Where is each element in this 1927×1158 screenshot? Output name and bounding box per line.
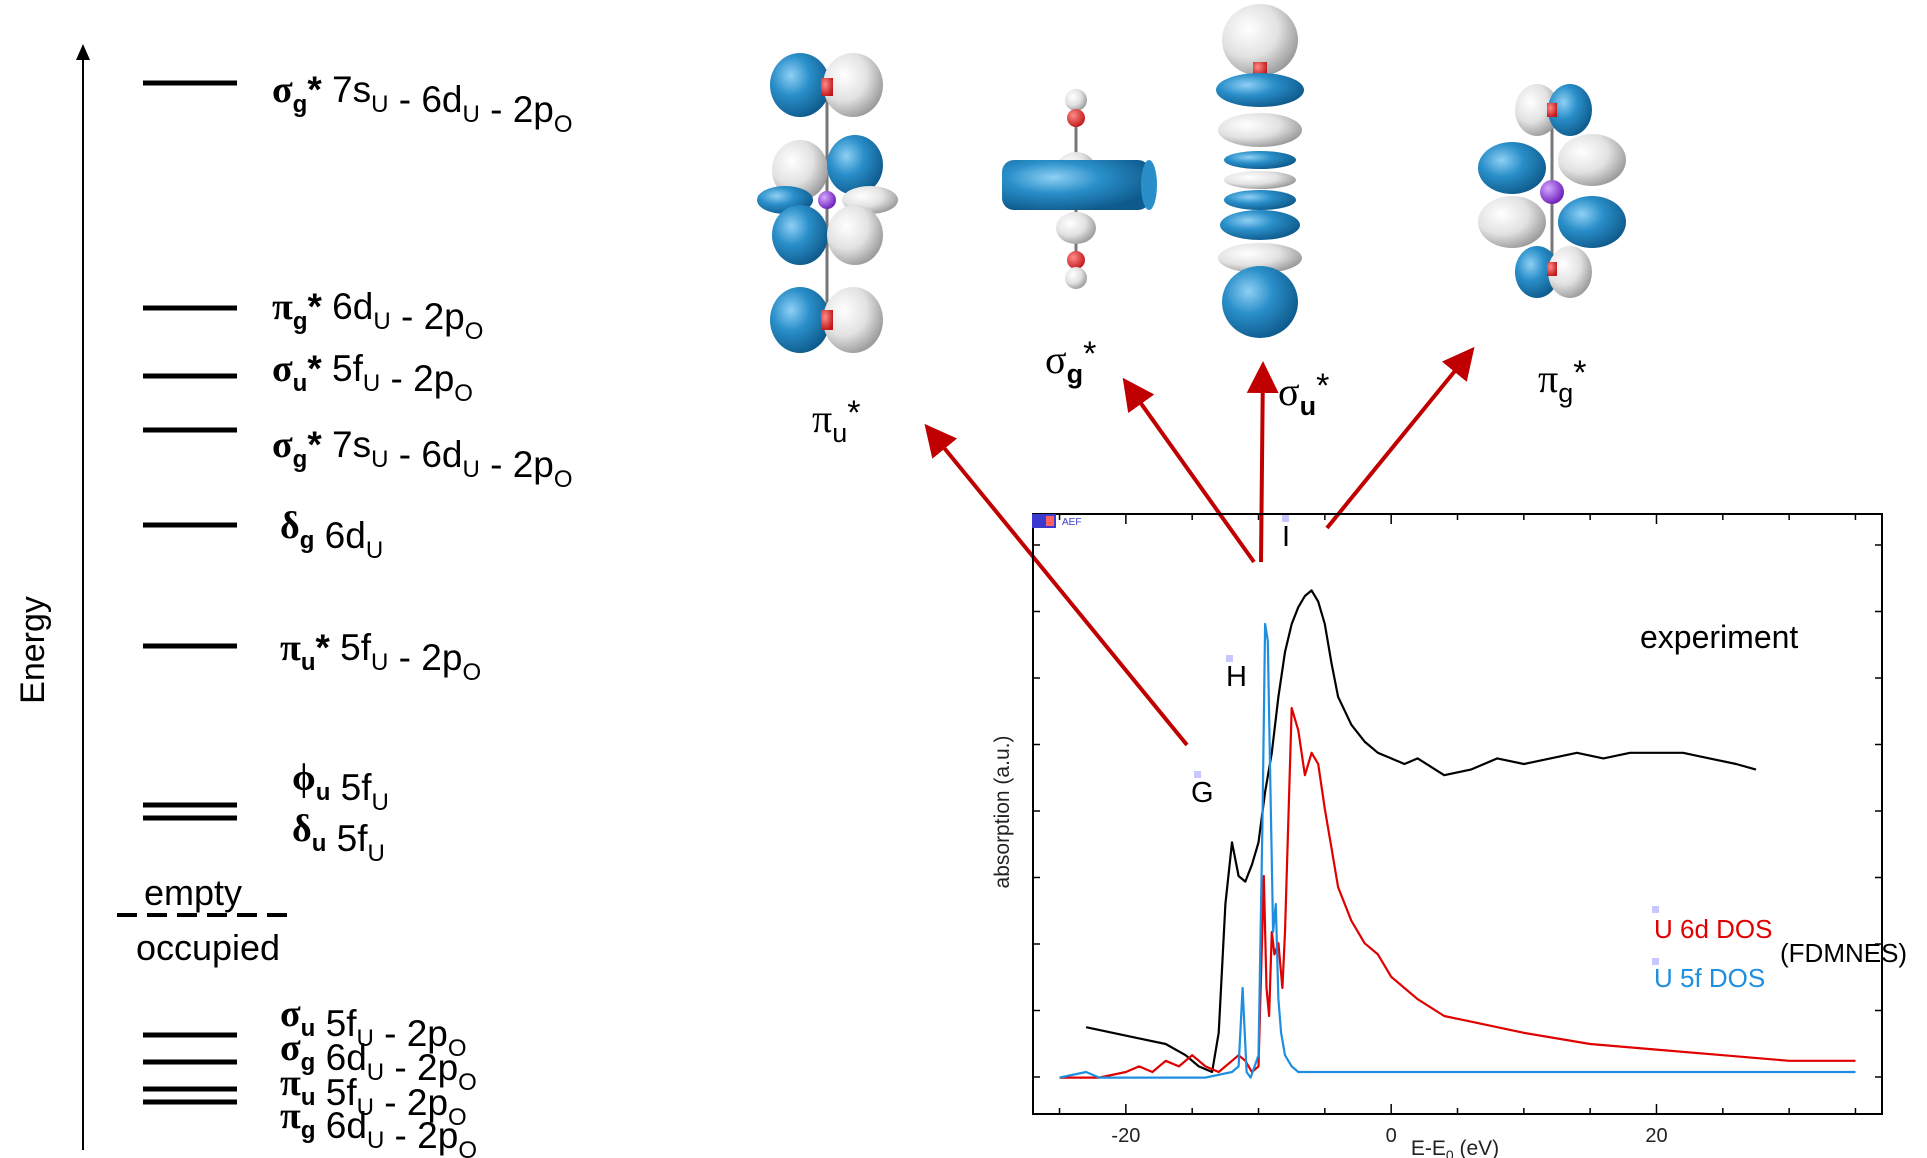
legend-u6d-dos: U 6d DOS	[1654, 914, 1773, 944]
chart-y-axis-label: absorption (a.u.)	[991, 736, 1014, 889]
level-label: πg* 6dU - 2pO	[272, 286, 483, 345]
occupied-label: occupied	[136, 927, 280, 968]
series-line-1	[1059, 706, 1856, 1079]
level-label: σg* 7sU - 6dU - 2pO	[272, 69, 573, 138]
energy-axis: Energy	[14, 44, 90, 1150]
arrow-h-to-sigma-u-star	[1246, 361, 1279, 563]
level-label: σg 6dU - 2pO	[280, 1027, 477, 1096]
energy-axis-arrowhead	[76, 44, 90, 60]
orbital-label: πu*	[812, 394, 860, 448]
legend-u5f-dos: U 5f DOS	[1654, 963, 1765, 993]
arrow-i-to-pi-g-star	[1325, 346, 1475, 530]
chart-x-axis-label: E-E0 (eV)	[1411, 1137, 1499, 1158]
x-tick-label: -20	[1111, 1125, 1140, 1147]
series-line-0	[1085, 589, 1757, 1074]
peak-marker	[1226, 655, 1233, 662]
arrow-g-to-pi-u-star	[924, 423, 1189, 747]
fdmnes-note: (FDMNES)	[1780, 938, 1907, 968]
orbital-label: σu*	[1278, 367, 1329, 421]
peak-marker	[1194, 771, 1201, 778]
peak-label-g: G	[1191, 777, 1214, 809]
empty-label: empty	[144, 872, 242, 913]
level-label: σu* 5fU - 2pO	[272, 348, 473, 407]
chart-series	[1059, 589, 1856, 1079]
level-label: σg* 7sU - 6dU - 2pO	[272, 424, 573, 493]
chart-ticks: -20 0 20	[1033, 514, 1882, 1147]
x-tick-label: 20	[1645, 1125, 1667, 1147]
pi-g-star-orbital-image	[1478, 84, 1626, 298]
orbital-label: πg*	[1538, 354, 1586, 408]
sigma-g-star-orbital-image	[1002, 89, 1157, 289]
level-label: δg 6dU	[280, 505, 383, 564]
orbital-label: σg*	[1045, 335, 1096, 389]
level-label: ϕu 5fU	[292, 757, 389, 816]
window-badge-mark	[1046, 516, 1054, 526]
level-lines	[143, 80, 237, 1105]
series-line-2	[1059, 622, 1856, 1079]
level-label: πu 5fU - 2pO	[280, 1062, 467, 1131]
window-badge-text: AEF	[1062, 517, 1081, 528]
arrow-h-to-sigma-g-star	[1122, 377, 1256, 564]
peak-marker	[1282, 515, 1289, 522]
level-label: πu* 5fU - 2pO	[280, 627, 481, 686]
energy-axis-label: Energy	[14, 596, 52, 704]
xanes-chart: -20 0 20 AEF absorption (a.u.) E-E0 (eV) e…	[991, 513, 1907, 1158]
peak-arrows	[924, 346, 1475, 747]
level-label: σu 5fU - 2pO	[280, 993, 467, 1062]
level-label: δu 5fU	[292, 808, 385, 867]
plot-frame	[1032, 513, 1883, 1115]
experiment-annotation: experiment	[1640, 619, 1798, 655]
legend-marker	[1652, 958, 1659, 965]
orbital-labels: πu* σg* σu* πg*	[812, 335, 1586, 448]
pi-u-star-orbital-image	[757, 53, 898, 353]
peak-label-i: I	[1282, 521, 1290, 553]
sigma-u-star-orbital-image	[1216, 4, 1304, 338]
peak-label-h: H	[1226, 661, 1247, 693]
x-tick-label: 0	[1386, 1125, 1397, 1147]
level-label: πg 6dU - 2pO	[280, 1095, 477, 1158]
legend-marker	[1652, 906, 1659, 913]
